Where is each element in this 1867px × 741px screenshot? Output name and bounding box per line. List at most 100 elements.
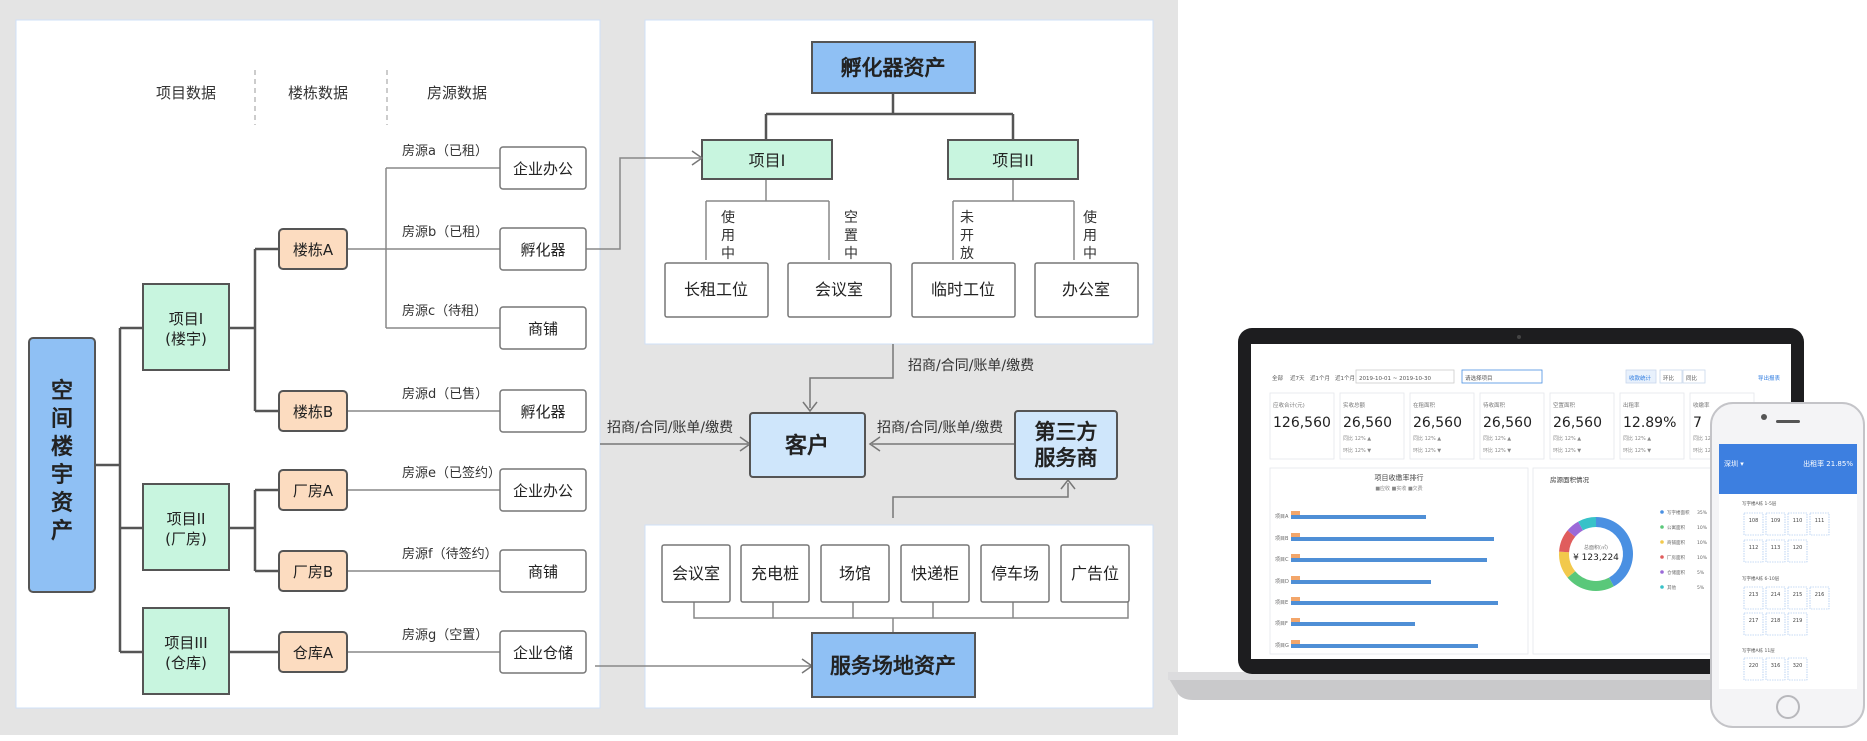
legend-pct: 10%	[1697, 555, 1708, 561]
phone-room-cell[interactable]	[1765, 512, 1786, 536]
customer-node[interactable]	[749, 412, 866, 478]
incubator-unit-node[interactable]	[664, 262, 769, 318]
donut-slice	[1559, 530, 1576, 553]
phone-room-cell[interactable]	[1765, 657, 1786, 681]
phone-room-cell[interactable]	[1787, 539, 1808, 563]
service-item-node[interactable]	[900, 544, 970, 603]
incubator-project-label: 项目II	[992, 151, 1033, 170]
project-node[interactable]	[142, 283, 230, 371]
toolbar-tab[interactable]	[1625, 369, 1657, 384]
toolbar-item[interactable]: 收款统计	[1629, 374, 1652, 382]
third-party-node[interactable]	[1014, 410, 1118, 480]
phone-room-cell[interactable]	[1787, 586, 1808, 610]
bar-secondary	[1291, 533, 1300, 537]
service-item-node[interactable]	[980, 544, 1050, 603]
room-use-node[interactable]	[499, 630, 587, 674]
toolbar-tab[interactable]	[1682, 369, 1706, 384]
service-item-node[interactable]	[820, 544, 890, 603]
toolbar-item[interactable]: 近1个月	[1310, 374, 1330, 382]
toolbar-item[interactable]: 近7天	[1290, 374, 1305, 382]
root-char: 产	[51, 519, 73, 544]
incubator-unit-node[interactable]	[787, 262, 892, 318]
building-node[interactable]	[278, 550, 348, 592]
root-char: 楼	[51, 435, 73, 460]
building-node-label: 楼栋A	[293, 241, 334, 259]
toolbar-item[interactable]: 导出报表	[1758, 374, 1781, 382]
tree-panel	[15, 19, 601, 709]
phone-room-cell[interactable]	[1743, 586, 1764, 610]
phone-room-cell[interactable]	[1809, 512, 1830, 536]
phone-room-cell[interactable]	[1765, 586, 1786, 610]
text-line: (仓库)	[165, 654, 207, 672]
building-node[interactable]	[278, 228, 348, 270]
status-char: 未	[960, 210, 974, 226]
phone-home-button[interactable]	[1776, 695, 1800, 719]
service-item-node[interactable]	[740, 544, 810, 603]
phone-room-cell[interactable]	[1765, 612, 1786, 636]
service-item-node[interactable]	[661, 544, 731, 603]
project-select[interactable]	[1461, 369, 1543, 384]
kpi-card	[1269, 392, 1335, 460]
building-node-label: 楼栋B	[293, 403, 333, 421]
phone-room-label: 109	[1771, 518, 1781, 524]
phone-room-cell[interactable]	[1743, 539, 1764, 563]
legend-name: 商铺面积	[1667, 539, 1685, 546]
room-use-node[interactable]	[499, 549, 587, 593]
room-connectors	[347, 157, 812, 667]
date-range-input[interactable]	[1355, 369, 1455, 384]
toolbar-item[interactable]: 请选择项目	[1465, 374, 1493, 382]
phone-room-cell[interactable]	[1743, 657, 1764, 681]
phone-room-label: 218	[1771, 618, 1781, 624]
service-connectors	[693, 602, 1129, 633]
kpi-title: 空置面积	[1553, 401, 1576, 409]
phone-room-cell[interactable]	[1765, 539, 1786, 563]
incubator-project-node[interactable]	[701, 139, 833, 180]
kpi-sub: 环比 12% ▼	[1693, 447, 1721, 454]
incubator-project-node[interactable]	[947, 139, 1079, 180]
project-node[interactable]	[142, 607, 230, 695]
toolbar-item[interactable]: 近1个月	[1335, 374, 1355, 382]
room-use-node[interactable]	[499, 389, 587, 433]
project-node[interactable]	[142, 483, 230, 571]
building-node[interactable]	[278, 390, 348, 432]
phone-room-cell[interactable]	[1743, 612, 1764, 636]
root-node[interactable]	[28, 337, 96, 593]
customer-label: 客户	[785, 433, 829, 459]
kpi-card	[1479, 392, 1545, 460]
toolbar-tab[interactable]	[1659, 369, 1683, 384]
phone-room-cell[interactable]	[1787, 612, 1808, 636]
room-use-node[interactable]	[499, 306, 587, 350]
incubator-unit-node[interactable]	[1034, 262, 1139, 318]
incubator-title-node[interactable]	[811, 41, 976, 94]
service-item-node[interactable]	[1060, 544, 1130, 603]
service-item-label: 充电桩	[751, 564, 799, 583]
incubator-unit-connectors	[705, 179, 1075, 260]
room-use-node[interactable]	[499, 146, 587, 190]
service-title-node[interactable]	[811, 632, 976, 698]
building-node[interactable]	[278, 631, 348, 673]
incubator-unit-node[interactable]	[911, 262, 1016, 318]
toolbar-item[interactable]: 环比	[1663, 374, 1675, 382]
room-use-node[interactable]	[499, 468, 587, 512]
phone-room-label: 320	[1793, 663, 1803, 669]
phone-room-label: 110	[1793, 518, 1803, 524]
phone-room-cell[interactable]	[1743, 512, 1764, 536]
legend-name: 公寓面积	[1667, 524, 1685, 531]
toolbar-item[interactable]: 全部	[1272, 374, 1284, 382]
phone-room-label: 120	[1793, 545, 1803, 551]
room-use-label: 商铺	[528, 563, 558, 581]
toolbar-item[interactable]: 同比	[1686, 374, 1698, 382]
kpi-value: 26,560	[1413, 415, 1462, 431]
service-item-label: 广告位	[1071, 564, 1119, 583]
building-node[interactable]	[278, 469, 348, 511]
legend-pct: 5%	[1697, 570, 1705, 576]
room-use-node[interactable]	[499, 227, 587, 271]
phone-room-cell[interactable]	[1787, 657, 1808, 681]
phone-room-cell[interactable]	[1809, 586, 1830, 610]
toolbar-item[interactable]: 2019-10-01 ~ 2019-10-30	[1359, 376, 1432, 382]
bar-secondary	[1291, 576, 1300, 580]
phone-room-cell[interactable]	[1787, 512, 1808, 536]
phone-header-left[interactable]: 深圳 ▾	[1724, 459, 1744, 468]
building-node-label: 仓库A	[293, 644, 334, 662]
legend-name: 其他	[1667, 584, 1676, 591]
